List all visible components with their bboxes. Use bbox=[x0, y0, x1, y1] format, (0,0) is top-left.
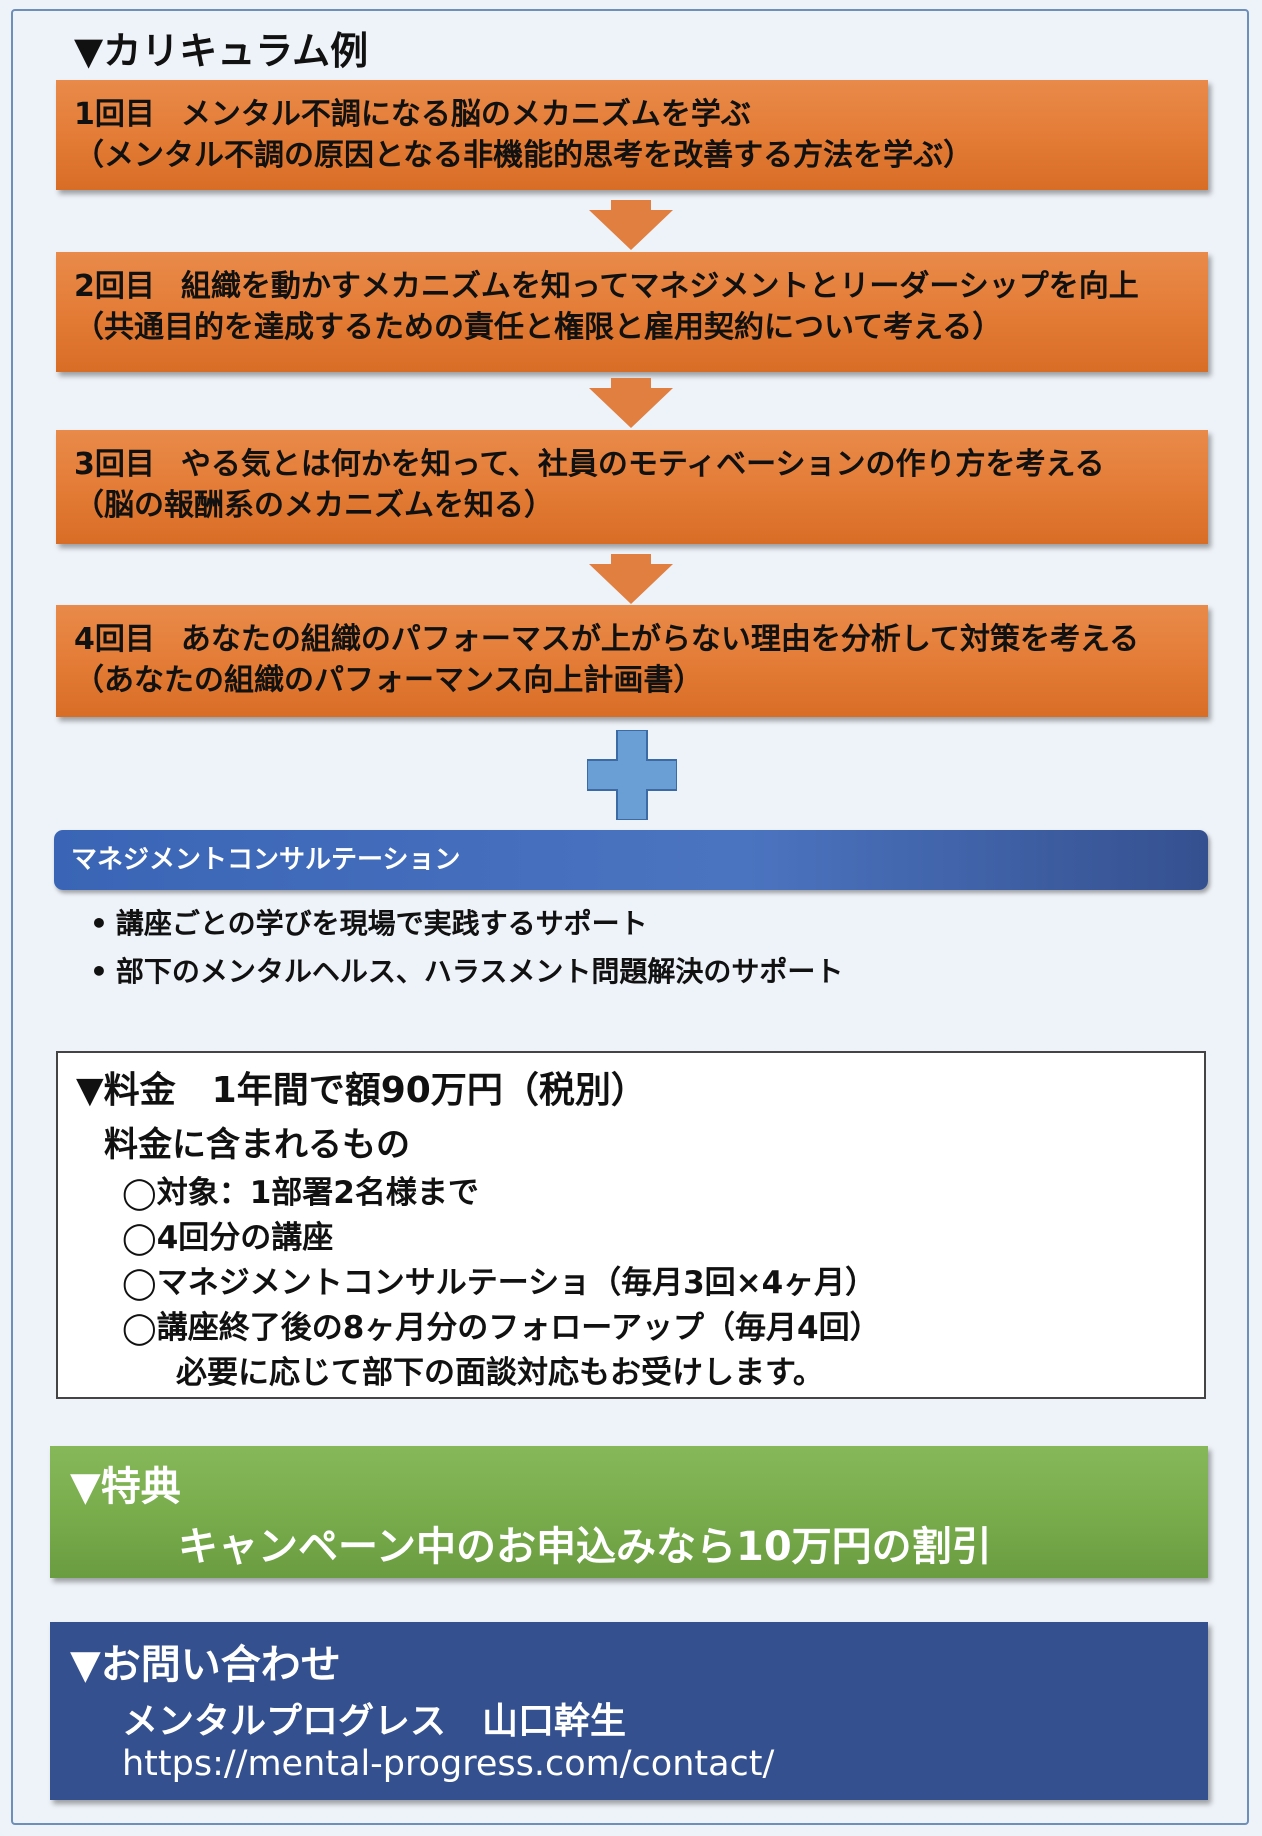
fee-item: ◯対象：1部署2名様まで bbox=[122, 1175, 479, 1211]
step-title: 組織を動かすメカニズムを知ってマネジメントとリーダーシップを向上 bbox=[180, 269, 1139, 304]
down-arrow-icon bbox=[589, 554, 673, 604]
step-subtitle: （脳の報酬系のメカニズムを知る） bbox=[74, 488, 554, 523]
benefit-title: ▼特典 bbox=[70, 1464, 181, 1510]
benefit-box: ▼特典 キャンペーン中のお申込みなら10万円の割引 bbox=[50, 1446, 1208, 1578]
curriculum-heading: ▼カリキュラム例 bbox=[74, 29, 369, 73]
contact-box: ▼お問い合わせ メンタルプログレス 山口幹生 https://mental-pr… bbox=[50, 1622, 1208, 1800]
step-number: 4回目 bbox=[74, 622, 155, 657]
curriculum-step-3: 3回目やる気とは何かを知って、社員のモティベーションの作り方を考える （脳の報酬… bbox=[56, 430, 1208, 544]
benefit-text: キャンペーン中のお申込みなら10万円の割引 bbox=[178, 1524, 992, 1570]
consulting-list: 講座ごとの学びを現場で実践するサポート 部下のメンタルヘルス、ハラスメント問題解… bbox=[90, 900, 843, 996]
plus-icon bbox=[587, 730, 677, 820]
fee-note: 必要に応じて部下の面談対応もお受けします。 bbox=[176, 1355, 824, 1391]
step-number: 3回目 bbox=[74, 447, 155, 482]
curriculum-step-2: 2回目組織を動かすメカニズムを知ってマネジメントとリーダーシップを向上 （共通目… bbox=[56, 252, 1208, 372]
step-subtitle: （メンタル不調の原因となる非機能的思考を改善する方法を学ぶ） bbox=[74, 138, 974, 173]
curriculum-step-1: 1回目メンタル不調になる脳のメカニズムを学ぶ （メンタル不調の原因となる非機能的… bbox=[56, 80, 1208, 190]
contact-title: ▼お問い合わせ bbox=[70, 1642, 341, 1688]
step-title: メンタル不調になる脳のメカニズムを学ぶ bbox=[180, 97, 751, 132]
fee-item: ◯4回分の講座 bbox=[122, 1220, 334, 1256]
list-item: 部下のメンタルヘルス、ハラスメント問題解決のサポート bbox=[90, 948, 843, 996]
fee-box: ▼料金 1年間で額90万円（税別） 料金に含まれるもの ◯対象：1部署2名様まで… bbox=[56, 1051, 1206, 1399]
curriculum-step-4: 4回目あなたの組織のパフォーマスが上がらない理由を分析して対策を考える （あなた… bbox=[56, 605, 1208, 717]
fee-title: ▼料金 1年間で額90万円（税別） bbox=[76, 1070, 647, 1111]
step-subtitle: （共通目的を達成するための責任と権限と雇用契約について考える） bbox=[74, 310, 1003, 345]
step-title: やる気とは何かを知って、社員のモティベーションの作り方を考える bbox=[180, 447, 1105, 482]
fee-item: ◯マネジメントコンサルテーショ（毎月3回×4ヶ月） bbox=[122, 1265, 877, 1301]
down-arrow-icon bbox=[589, 200, 673, 250]
list-item: 講座ごとの学びを現場で実践するサポート bbox=[90, 900, 843, 948]
step-title: あなたの組織のパフォーマスが上がらない理由を分析して対策を考える bbox=[180, 622, 1140, 657]
contact-name: メンタルプログレス 山口幹生 bbox=[122, 1701, 627, 1742]
contact-url-link[interactable]: https://mental-progress.com/contact/ bbox=[122, 1744, 775, 1784]
fee-item: ◯講座終了後の8ヶ月分のフォローアップ（毎月4回） bbox=[122, 1310, 881, 1346]
step-subtitle: （あなたの組織のパフォーマンス向上計画書） bbox=[74, 663, 704, 698]
consulting-banner: マネジメントコンサルテーション bbox=[54, 830, 1208, 890]
down-arrow-icon bbox=[589, 378, 673, 428]
step-number: 1回目 bbox=[74, 97, 155, 132]
step-number: 2回目 bbox=[74, 269, 155, 304]
fee-subtitle: 料金に含まれるもの bbox=[104, 1125, 410, 1165]
